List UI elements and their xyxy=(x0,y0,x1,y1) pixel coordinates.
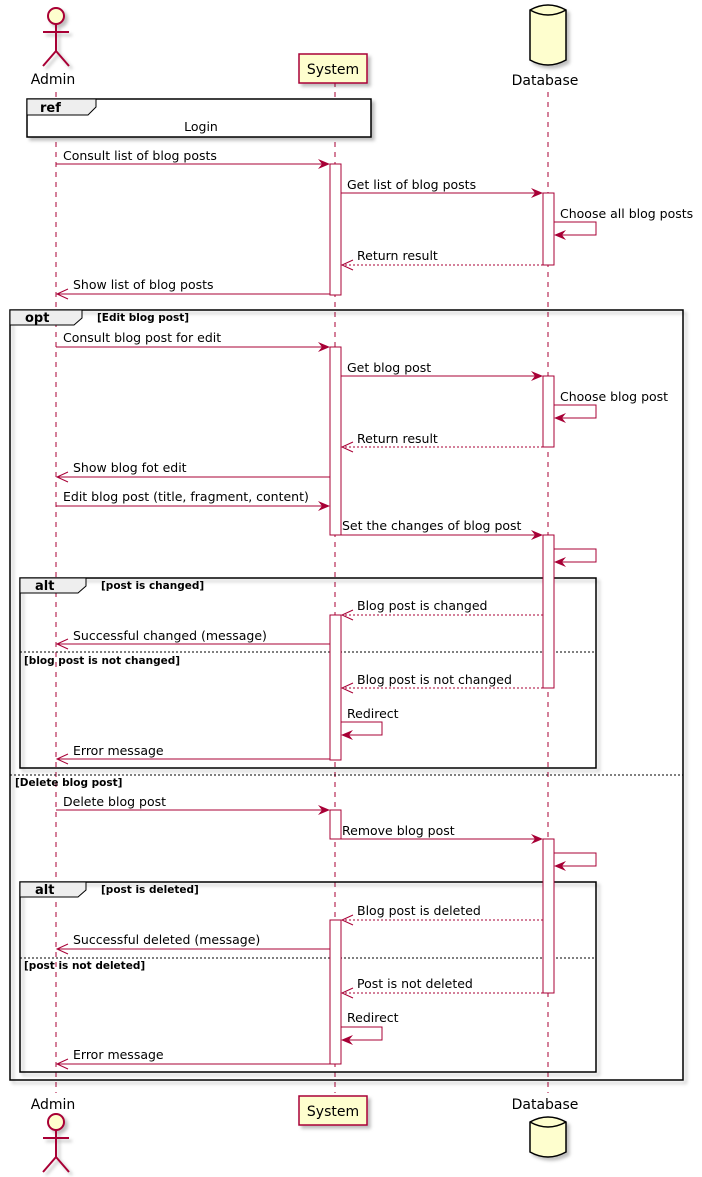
self-message-database xyxy=(554,852,597,871)
ref-label: Login xyxy=(184,119,218,134)
message-consult-edit: Consult blog post for edit xyxy=(56,330,330,352)
database-activation xyxy=(542,192,555,266)
alt-deleted-else-guard: [post is not deleted] xyxy=(24,960,145,972)
message-remove-post: Remove blog post xyxy=(335,823,543,844)
message-label: Choose blog post xyxy=(560,389,668,404)
system-activation xyxy=(329,614,342,761)
message-consult-list: Consult list of blog posts xyxy=(56,148,330,169)
message-label: Delete blog post xyxy=(63,794,166,809)
message-error: Error message xyxy=(55,743,330,765)
message-label: Get list of blog posts xyxy=(347,177,476,192)
alt-deleted-guard: [post is deleted] xyxy=(101,884,199,896)
message-label: Consult blog post for edit xyxy=(63,330,221,345)
message-label: Consult list of blog posts xyxy=(63,148,217,163)
message-get-list: Get list of blog posts xyxy=(341,177,543,198)
message-edit-post: Edit blog post (title, fragment, content… xyxy=(56,489,330,511)
opt-guard: [Edit blog post] xyxy=(97,312,189,324)
admin-participant-label: Admin xyxy=(31,1097,76,1113)
admin-actor-icon xyxy=(42,7,70,67)
message-delete-post: Delete blog post xyxy=(56,794,330,815)
message-set-changes: Set the changes of blog post xyxy=(335,518,543,540)
message-label: Choose all blog posts xyxy=(560,206,693,221)
alt-changed-guard: [post is changed] xyxy=(101,580,204,592)
message-label: Successful deleted (message) xyxy=(73,932,260,947)
system-participant-label: System xyxy=(307,1104,359,1120)
return-changed: Blog post is changed xyxy=(340,598,543,621)
system-participant-label: System xyxy=(307,62,359,78)
message-success-changed: Successful changed (message) xyxy=(55,628,330,650)
system-participant-box: System xyxy=(298,1095,368,1126)
message-label: Post is not deleted xyxy=(357,976,473,991)
message-label: Show blog fot edit xyxy=(73,460,187,475)
return-not-changed: Blog post is not changed xyxy=(340,672,543,694)
return-not-deleted: Post is not deleted xyxy=(340,976,543,999)
message-label: Remove blog post xyxy=(342,823,455,838)
alt-deleted-keyword: alt xyxy=(35,883,54,898)
alt-changed-fragment: alt [post is changed] [blog post is not … xyxy=(19,577,597,769)
opt-else-guard: [Delete blog post] xyxy=(15,777,122,789)
database-activation xyxy=(542,838,555,994)
message-label: Error message xyxy=(73,1047,164,1062)
alt-changed-else-guard: [blog post is not changed] xyxy=(24,655,180,667)
message-show-edit: Show blog fot edit xyxy=(55,460,330,483)
opt-fragment: opt [Edit blog post] [Delete blog post] xyxy=(9,309,684,1081)
admin-actor-icon xyxy=(42,1113,70,1173)
message-show-list: Show list of blog posts xyxy=(55,277,330,300)
message-success-deleted: Successful deleted (message) xyxy=(55,932,330,955)
database-icon xyxy=(529,1116,567,1158)
message-label: Blog post is changed xyxy=(357,598,487,613)
return-result: Return result xyxy=(340,248,543,271)
message-label: Edit blog post (title, fragment, content… xyxy=(63,489,309,504)
system-participant-box: System xyxy=(298,53,368,84)
message-label: Show list of blog posts xyxy=(73,277,214,292)
self-message-redirect: Redirect xyxy=(341,1010,399,1045)
message-label: Return result xyxy=(357,431,438,446)
alt-changed-keyword: alt xyxy=(35,579,54,594)
message-label: Blog post is deleted xyxy=(357,903,481,918)
system-activation xyxy=(329,163,342,296)
self-message-redirect: Redirect xyxy=(341,706,399,740)
self-message-choose-post: Choose blog post xyxy=(554,389,668,423)
self-message-database xyxy=(554,548,597,567)
database-icon xyxy=(529,4,567,66)
message-get-post: Get blog post xyxy=(341,360,543,381)
message-label: Get blog post xyxy=(347,360,431,375)
message-label: Redirect xyxy=(347,1010,399,1025)
self-message-choose-all: Choose all blog posts xyxy=(554,206,693,240)
message-label: Return result xyxy=(357,248,438,263)
message-label: Set the changes of blog post xyxy=(342,518,522,533)
alt-deleted-fragment: alt [post is deleted] [post is not delet… xyxy=(19,881,597,1073)
system-activation xyxy=(329,346,342,536)
return-result: Return result xyxy=(340,431,543,453)
message-label: Error message xyxy=(73,743,164,758)
database-participant-label: Database xyxy=(512,73,579,89)
system-activation xyxy=(329,809,342,840)
message-error: Error message xyxy=(55,1047,330,1070)
database-activation xyxy=(542,375,555,448)
ref-frame: ref Login xyxy=(26,98,372,138)
database-activation xyxy=(542,534,555,689)
message-label: Blog post is not changed xyxy=(357,672,512,687)
ref-keyword: ref xyxy=(40,101,61,116)
activations xyxy=(329,163,555,1065)
system-activation xyxy=(329,919,342,1065)
admin-participant-label: Admin xyxy=(31,72,76,88)
return-deleted: Blog post is deleted xyxy=(340,903,543,926)
message-label: Redirect xyxy=(347,706,399,721)
message-label: Successful changed (message) xyxy=(73,628,267,643)
opt-keyword: opt xyxy=(25,311,49,326)
database-participant-label: Database xyxy=(512,1097,579,1113)
